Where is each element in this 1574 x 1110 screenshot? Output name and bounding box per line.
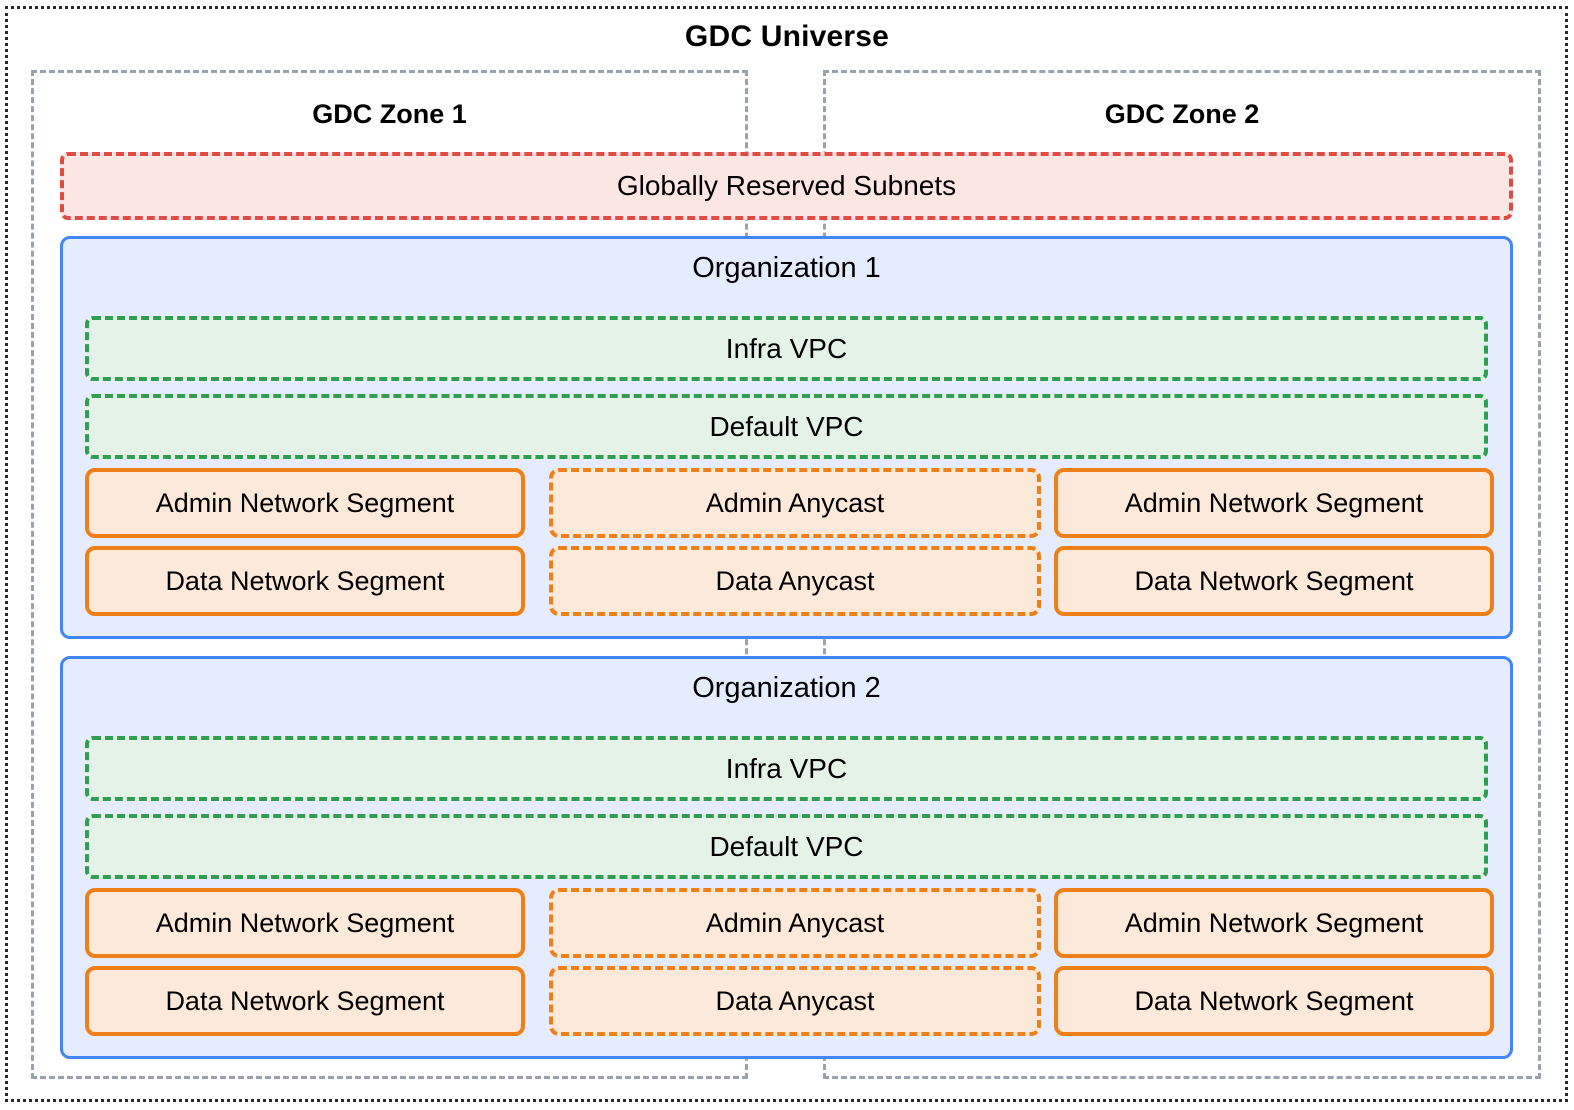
org-1-zone-2-data-network-segment: Data Network Segment [1054,546,1494,616]
org-1-zone-1-admin-network-segment: Admin Network Segment [85,468,525,538]
org-2-zone-2-data-network-segment: Data Network Segment [1054,966,1494,1036]
globally-reserved-subnets-label: Globally Reserved Subnets [616,170,957,201]
org-1-admin-anycast-label: Admin Anycast [705,487,885,518]
gdc-zone-1-label: GDC Zone 1 [312,99,467,129]
org-1-data-row: Data Network Segment Data Anycast Data N… [63,546,1510,616]
org-1-zone-2-data-network-segment-label: Data Network Segment [1134,565,1414,596]
organization-2-label: Organization 2 [692,672,881,704]
org-2-zone-2-data-network-segment-label: Data Network Segment [1134,985,1414,1016]
org-1-admin-row: Admin Network Segment Admin Anycast Admi… [63,468,1510,538]
org-1-zone-2-admin-network-segment-label: Admin Network Segment [1124,487,1424,518]
page-title: GDC Universe [684,20,890,53]
org-1-default-vpc-box: Default VPC [85,394,1488,459]
org-2-data-row: Data Network Segment Data Anycast Data N… [63,966,1510,1036]
org-1-default-vpc-label: Default VPC [709,410,864,442]
org-2-data-anycast: Data Anycast [549,966,1041,1036]
organization-2-box: Organization 2 Infra VPC Default VPC Adm… [60,656,1513,1059]
org-2-infra-vpc-box: Infra VPC [85,736,1488,801]
org-1-zone-1-admin-network-segment-label: Admin Network Segment [155,487,455,518]
org-1-admin-anycast: Admin Anycast [549,468,1041,538]
org-1-zone-1-data-network-segment: Data Network Segment [85,546,525,616]
org-1-infra-vpc-label: Infra VPC [725,332,848,364]
org-2-zone-1-data-network-segment-label: Data Network Segment [165,985,445,1016]
org-1-zone-1-data-network-segment-label: Data Network Segment [165,565,445,596]
org-2-zone-2-admin-network-segment-label: Admin Network Segment [1124,907,1424,938]
org-2-zone-1-admin-network-segment-label: Admin Network Segment [155,907,455,938]
globally-reserved-subnets-box: Globally Reserved Subnets [60,152,1513,220]
org-2-admin-anycast-label: Admin Anycast [705,907,885,938]
org-2-admin-anycast: Admin Anycast [549,888,1041,958]
organization-1-box: Organization 1 Infra VPC Default VPC Adm… [60,236,1513,639]
org-2-admin-row: Admin Network Segment Admin Anycast Admi… [63,888,1510,958]
gdc-universe-boundary [5,6,1568,1102]
org-2-zone-1-data-network-segment: Data Network Segment [85,966,525,1036]
org-2-zone-2-admin-network-segment: Admin Network Segment [1054,888,1494,958]
org-2-data-anycast-label: Data Anycast [715,985,875,1016]
org-1-infra-vpc-box: Infra VPC [85,316,1488,381]
organization-1-label: Organization 1 [692,252,881,284]
org-2-infra-vpc-label: Infra VPC [725,752,848,784]
gdc-zone-2-label: GDC Zone 2 [1104,99,1260,129]
org-2-default-vpc-label: Default VPC [709,830,864,862]
org-1-data-anycast-label: Data Anycast [715,565,875,596]
org-1-zone-2-admin-network-segment: Admin Network Segment [1054,468,1494,538]
org-2-zone-1-admin-network-segment: Admin Network Segment [85,888,525,958]
org-1-data-anycast: Data Anycast [549,546,1041,616]
org-2-default-vpc-box: Default VPC [85,814,1488,879]
